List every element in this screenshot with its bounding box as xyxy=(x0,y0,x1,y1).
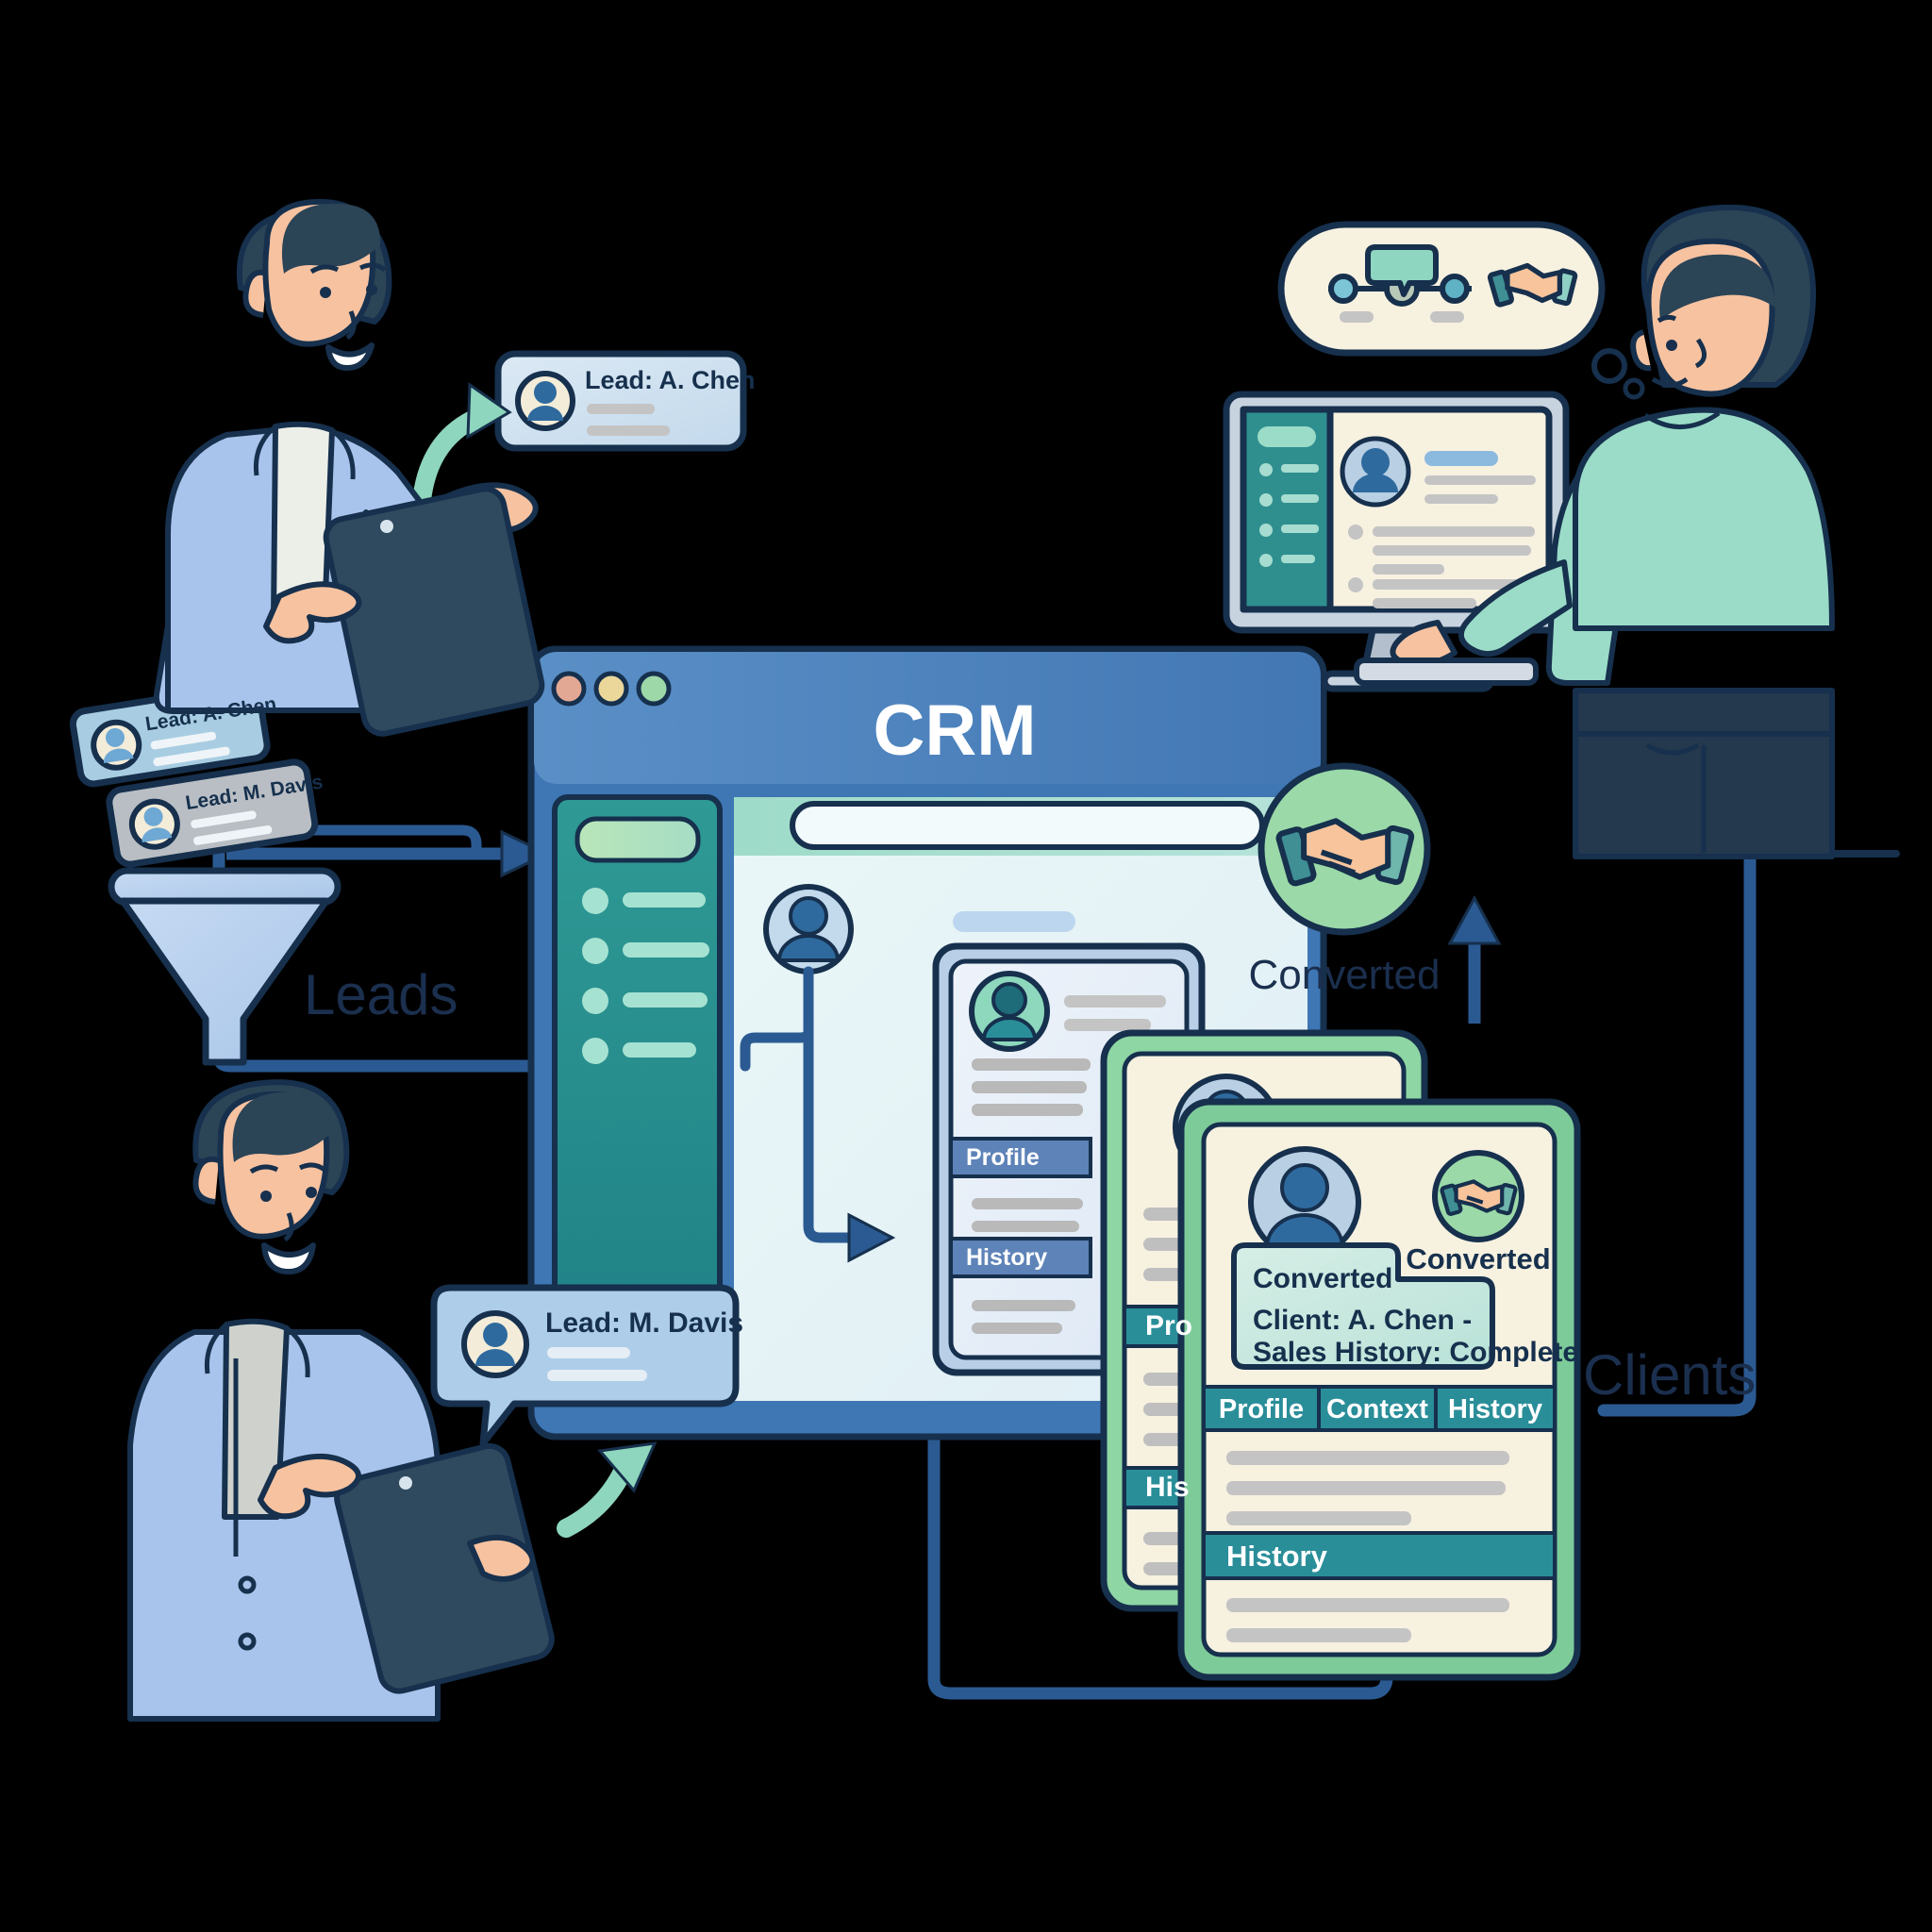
converted-handshake-badge xyxy=(1257,762,1431,936)
crm-window-title: CRM xyxy=(873,691,1036,771)
arrow-leads-to-crm-top xyxy=(226,829,551,878)
record-tab-profile xyxy=(949,1137,1092,1178)
sidebar-logo-block xyxy=(575,816,701,863)
person-bottom-left xyxy=(127,1079,555,1722)
front-section-history-bg xyxy=(1202,1531,1557,1580)
front-section-history-label: History xyxy=(1226,1540,1328,1573)
back-card-tab-history-label: His xyxy=(1145,1472,1190,1503)
connector-clients-to-person xyxy=(1597,847,1757,1417)
traffic-light-yellow xyxy=(593,671,629,707)
lead-bubble-bottom-title: Lead: M. Davis xyxy=(545,1307,743,1339)
back-card-tab-profile-label: Pro xyxy=(1145,1310,1192,1341)
front-tab-context-label: Context xyxy=(1326,1394,1428,1424)
label-clients: Clients xyxy=(1583,1343,1756,1407)
bubble-tooltip-marker xyxy=(1365,244,1439,297)
client-card-front[interactable] xyxy=(1177,1098,1581,1681)
funnel-label-leads: Leads xyxy=(304,963,458,1026)
person-right xyxy=(1390,204,1835,859)
person-top-left xyxy=(153,198,545,737)
traffic-light-green xyxy=(636,671,672,707)
lead-card-top[interactable] xyxy=(494,350,747,452)
callout-line-2: Sales History: Complete xyxy=(1253,1337,1578,1368)
crm-branch-lines xyxy=(740,966,859,1243)
front-tab-profile-label: Profile xyxy=(1219,1394,1304,1424)
traffic-light-red xyxy=(551,671,587,707)
lead-card-tilt-davis[interactable] xyxy=(106,758,319,868)
record-tab-profile-label: Profile xyxy=(966,1144,1040,1171)
lead-card-tilt-davis-title: Lead: M. Davis xyxy=(184,771,325,814)
label-converted-badge: Converted xyxy=(1248,952,1440,998)
callout-title: Converted xyxy=(1253,1263,1392,1294)
front-tab-history-label: History xyxy=(1448,1394,1542,1424)
keyboard xyxy=(1354,658,1539,686)
record-avatar xyxy=(969,971,1050,1052)
front-tab-history-bg xyxy=(1434,1385,1557,1432)
sidebar-nav-list[interactable] xyxy=(582,888,709,1064)
converted-callout xyxy=(1231,1242,1495,1370)
record-tab-history-label: History xyxy=(966,1244,1047,1271)
thought-bubble xyxy=(1277,221,1645,400)
callout-line-1: Client: A. Chen - xyxy=(1253,1305,1472,1336)
lead-card-top-title: Lead: A. Chen xyxy=(585,366,756,394)
lead-bubble-bottom[interactable] xyxy=(430,1284,740,1447)
arrow-tablet-to-bubble xyxy=(557,1441,658,1538)
lead-card-tilt-chen-title: Lead: A. Chen xyxy=(143,693,277,736)
leads-funnel xyxy=(108,867,341,1066)
crm-user-node xyxy=(763,884,854,974)
record-tab-history xyxy=(949,1237,1092,1278)
client-status-label: Converted xyxy=(1406,1242,1550,1275)
arrow-tablet-to-leadcard xyxy=(412,382,512,509)
arrow-converted-up xyxy=(1447,894,1502,1024)
